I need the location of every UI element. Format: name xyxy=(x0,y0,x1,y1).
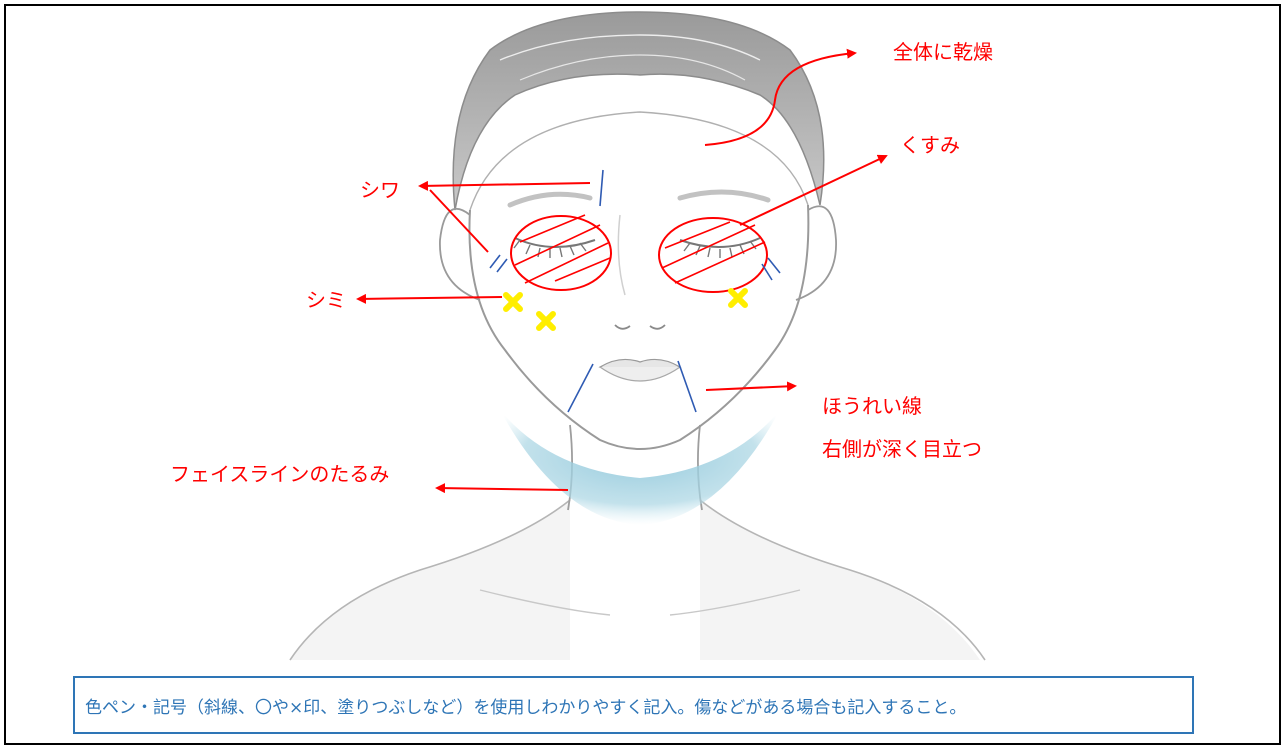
spot-marks xyxy=(506,291,745,328)
dullness-mark-right-eye xyxy=(659,218,767,292)
arrow-wrinkles-branch xyxy=(430,190,488,252)
hair xyxy=(453,12,824,210)
arrow-faceline-sagging xyxy=(437,488,568,490)
face-outline xyxy=(440,112,836,449)
arrow-wrinkles-top xyxy=(420,183,590,186)
label-spots: シミ xyxy=(306,288,346,312)
label-nasolabial-note: 右側が深く目立つ xyxy=(822,437,982,461)
label-wrinkles: シワ xyxy=(360,178,400,202)
label-overall-dryness: 全体に乾燥 xyxy=(893,40,993,64)
faceline-sagging-shade xyxy=(500,410,780,525)
instruction-note: 色ペン・記号（斜線、〇や×印、塗りつぶしなど）を使用しわかりやすく記入。傷などが… xyxy=(73,676,1194,734)
arrow-spots xyxy=(358,297,502,299)
lips xyxy=(600,359,680,381)
arrow-nasolabial xyxy=(706,386,795,390)
label-dullness: くすみ xyxy=(900,133,960,157)
label-nasolabial: ほうれい線 xyxy=(822,394,922,418)
eyebrows xyxy=(510,192,768,205)
instruction-note-text: 色ペン・記号（斜線、〇や×印、塗りつぶしなど）を使用しわかりやすく記入。傷などが… xyxy=(85,693,966,718)
nose xyxy=(615,215,665,329)
label-faceline-sagging: フェイスラインのたるみ xyxy=(170,462,389,486)
